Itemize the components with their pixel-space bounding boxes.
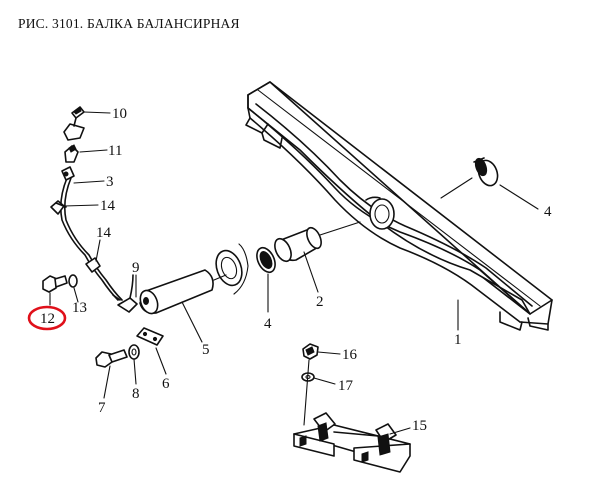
callout-16: 16 xyxy=(342,347,358,363)
callout-9: 9 xyxy=(132,260,140,276)
support-bracket xyxy=(293,412,411,473)
leader-lines xyxy=(49,111,459,435)
callout-6: 6 xyxy=(162,376,170,392)
balancer-beam xyxy=(245,81,553,331)
washer-small xyxy=(68,274,78,288)
bolt-small xyxy=(42,275,68,293)
callout-14-upper: 14 xyxy=(100,198,116,214)
callout-10: 10 xyxy=(112,106,127,122)
bolt-large xyxy=(95,349,128,368)
callout-11: 11 xyxy=(108,143,122,159)
tube-clamp-upper xyxy=(50,200,67,215)
callout-15: 15 xyxy=(412,418,427,434)
thrust-washer xyxy=(215,243,249,295)
callout-labels: 10 11 3 14 14 9 12 13 4 2 4 1 5 6 7 8 16… xyxy=(40,106,552,434)
callout-14-lower: 14 xyxy=(96,225,112,241)
washer-large xyxy=(128,344,140,360)
callout-8: 8 xyxy=(132,386,140,402)
grease-fitting-elbow xyxy=(112,274,138,313)
bolt-bracket xyxy=(302,343,319,360)
highlight-circle xyxy=(27,305,67,331)
callout-12: 12 xyxy=(40,311,55,327)
tube-clamp-lower xyxy=(85,257,101,273)
fitting-adapter xyxy=(64,144,79,163)
callout-13: 13 xyxy=(72,300,87,316)
callout-4-left: 4 xyxy=(264,316,272,332)
fitting-tee xyxy=(61,166,75,181)
fitting-top-nipple xyxy=(63,106,85,141)
callout-4-right: 4 xyxy=(544,204,552,220)
bushing-ring-right xyxy=(473,157,499,187)
sleeve xyxy=(274,226,322,263)
seal-ring-left xyxy=(256,246,276,274)
shaft-pin xyxy=(139,269,214,315)
lock-plate xyxy=(136,327,164,346)
callout-2: 2 xyxy=(316,294,324,310)
figure-title: РИС. 3101. БАЛКА БАЛАНСИРНАЯ xyxy=(18,16,240,31)
callout-3: 3 xyxy=(106,174,114,190)
callout-17: 17 xyxy=(338,378,354,394)
callout-1: 1 xyxy=(454,332,462,348)
callout-5: 5 xyxy=(202,342,210,358)
callout-7: 7 xyxy=(98,400,106,416)
